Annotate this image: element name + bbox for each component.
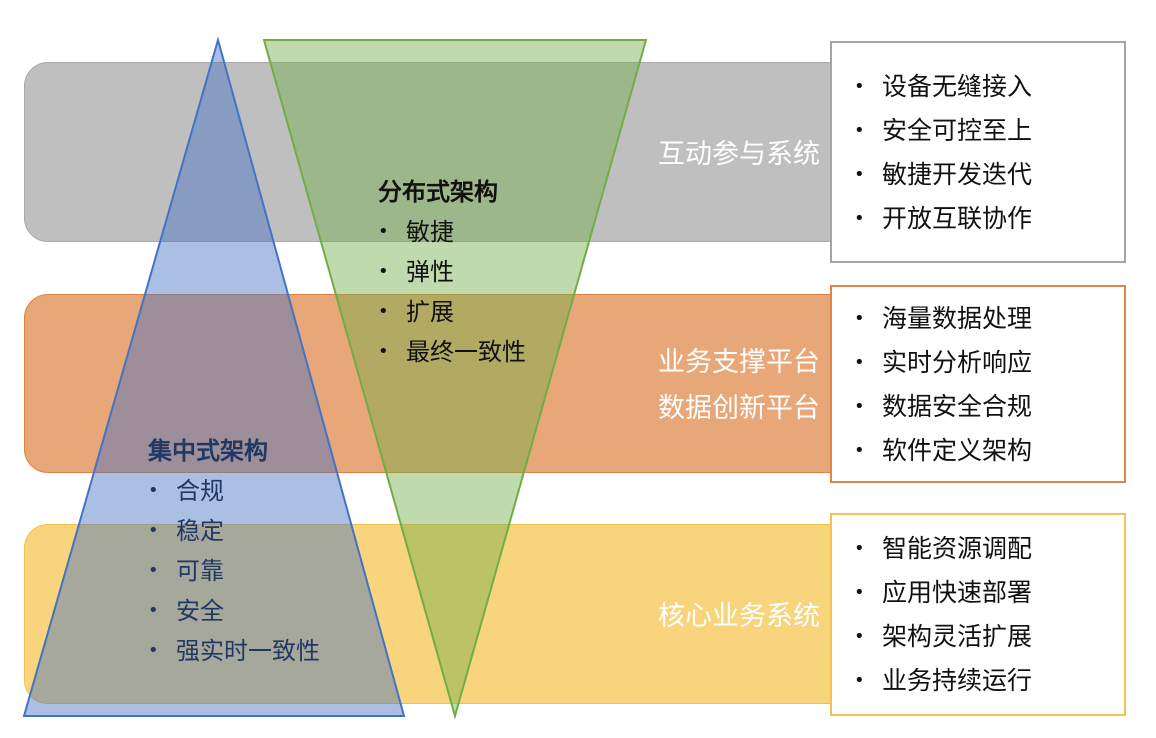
feature-box-bottom: 智能资源调配 应用快速部署 架构灵活扩展 业务持续运行 [830,513,1126,716]
list-item: 扩展 [378,292,526,332]
distributed-architecture-text: 分布式架构 敏捷 弹性 扩展 最终一致性 [378,172,526,372]
list-item: 强实时一致性 [148,631,320,671]
band-label-top: 互动参与系统 [658,132,838,178]
band-label-middle: 业务支撑平台 数据创新平台 [658,340,838,432]
list-item: 弹性 [378,252,526,292]
list-item: 可靠 [148,551,320,591]
list-item: 业务持续运行 [854,659,1032,703]
centralized-architecture-title: 集中式架构 [148,437,268,465]
list-item: 实时分析响应 [854,341,1032,385]
list-item: 合规 [148,471,320,511]
feature-box-top: 设备无缝接入 安全可控至上 敏捷开发迭代 开放互联协作 [830,41,1126,263]
list-item: 软件定义架构 [854,429,1032,473]
feature-list: 设备无缝接入 安全可控至上 敏捷开发迭代 开放互联协作 [854,65,1032,241]
list-item: 敏捷 [378,212,526,252]
list-item: 应用快速部署 [854,571,1032,615]
centralized-architecture-list: 合规 稳定 可靠 安全 强实时一致性 [148,471,320,671]
list-item: 架构灵活扩展 [854,615,1032,659]
band-label-line: 数据创新平台 [658,393,820,424]
list-item: 数据安全合规 [854,385,1032,429]
centralized-architecture-text: 集中式架构 合规 稳定 可靠 安全 强实时一致性 [148,431,320,671]
feature-list: 海量数据处理 实时分析响应 数据安全合规 软件定义架构 [854,297,1032,473]
list-item: 开放互联协作 [854,197,1032,241]
list-item: 敏捷开发迭代 [854,153,1032,197]
list-item: 稳定 [148,511,320,551]
band-label-line: 业务支撑平台 [658,347,820,378]
list-item: 最终一致性 [378,332,526,372]
list-item: 智能资源调配 [854,527,1032,571]
band-label-bottom: 核心业务系统 [658,594,838,640]
feature-box-middle: 海量数据处理 实时分析响应 数据安全合规 软件定义架构 [830,285,1126,483]
list-item: 安全可控至上 [854,109,1032,153]
band-label-line: 互动参与系统 [658,139,820,170]
distributed-architecture-title: 分布式架构 [378,178,498,206]
feature-list: 智能资源调配 应用快速部署 架构灵活扩展 业务持续运行 [854,527,1032,703]
list-item: 设备无缝接入 [854,65,1032,109]
band-label-line: 核心业务系统 [658,601,820,632]
list-item: 安全 [148,591,320,631]
list-item: 海量数据处理 [854,297,1032,341]
distributed-triangle [262,39,648,720]
distributed-architecture-list: 敏捷 弹性 扩展 最终一致性 [378,212,526,372]
